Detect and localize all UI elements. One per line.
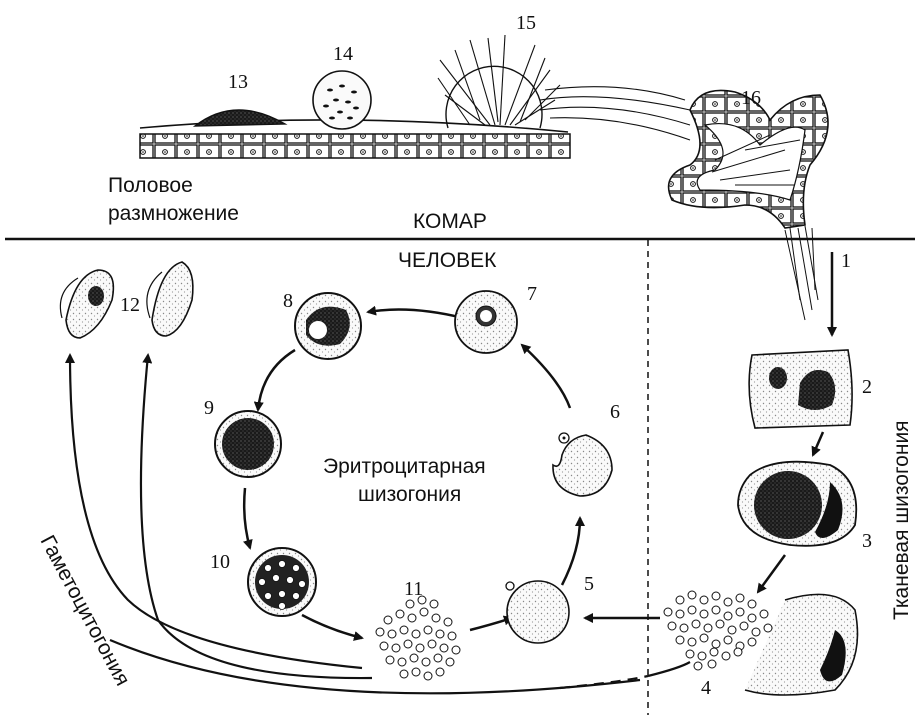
- ookinete-stage: [192, 109, 288, 127]
- gametocytes-12: [59, 261, 194, 339]
- stage-number-8: 8: [283, 290, 293, 312]
- stage-number-2: 2: [862, 376, 872, 398]
- stage-number-5: 5: [584, 573, 594, 595]
- stage-number-13: 13: [228, 71, 248, 93]
- liver-schizont-stage: [737, 460, 858, 547]
- arrow-2-3: [811, 431, 825, 457]
- stage-number-15: 15: [516, 12, 536, 34]
- stage-number-14: 14: [333, 43, 353, 65]
- human-label: ЧЕЛОВЕК: [398, 249, 497, 272]
- gametocytogony-label: Гаметоцитогония: [36, 532, 135, 690]
- stage-number-6: 6: [610, 401, 620, 423]
- erythrocyte-9: [214, 410, 282, 478]
- arrow-3-4: [756, 554, 787, 594]
- ruptured-oocyst-stage: [437, 34, 691, 141]
- oocyst-stage: [312, 70, 372, 130]
- erythrocyte-7: [454, 290, 518, 354]
- stage-number-10: 10: [210, 551, 230, 573]
- stage-number-4: 4: [701, 677, 711, 699]
- tissue-schizogony-label: Тканевая шизогония: [890, 420, 913, 620]
- erythrocyte-10: [247, 547, 317, 617]
- sexual-reproduction-label-line2: размножение: [108, 202, 239, 225]
- erythrocytic-schizogony-line2: шизогония: [358, 483, 461, 506]
- mosquito-label: КОМАР: [413, 210, 487, 233]
- stage-number-16: 16: [741, 87, 761, 109]
- merozoites-11: [375, 595, 461, 681]
- stage-number-7: 7: [527, 283, 537, 305]
- erythrocyte-5: [505, 580, 570, 644]
- erythrocytic-schizogony-line1: Эритроцитарная: [323, 455, 486, 478]
- stage-number-12: 12: [120, 294, 140, 316]
- erythrocyte-8: [294, 292, 362, 360]
- stage-number-3: 3: [862, 530, 872, 552]
- merozoite-release-stage: [663, 590, 859, 696]
- mosquito-midgut-wall: [139, 119, 571, 159]
- sexual-reproduction-label-line1: Половое: [108, 174, 193, 197]
- stage-number-1: 1: [841, 250, 851, 272]
- dashed-connector: [559, 674, 649, 690]
- hepatocyte-sporozoite-stage: [748, 349, 853, 429]
- gametocytogony-arrows: [65, 353, 641, 695]
- connector-end: [647, 661, 691, 678]
- stage-number-9: 9: [204, 397, 214, 419]
- erythrocyte-6: [552, 432, 613, 497]
- salivary-gland-stage: [667, 89, 829, 321]
- stage-number-11: 11: [404, 578, 423, 600]
